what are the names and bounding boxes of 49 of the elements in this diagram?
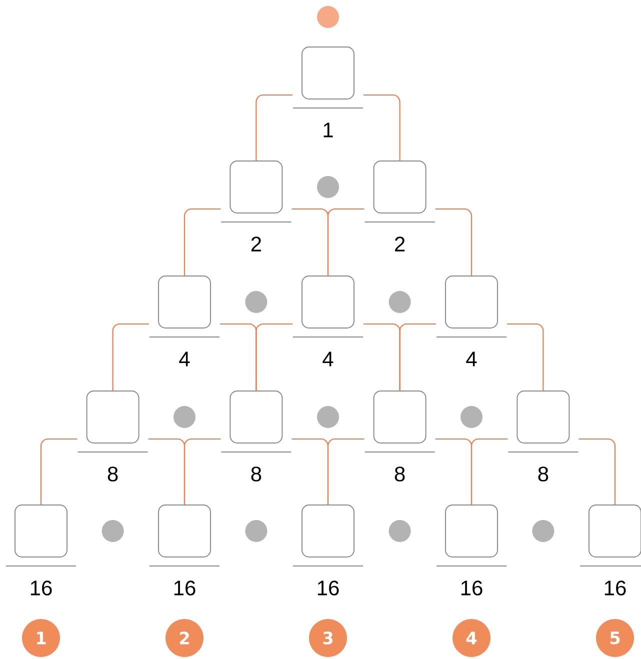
- denominator: 4: [466, 352, 477, 366]
- connector-line: [435, 208, 472, 276]
- empty-box: [158, 276, 211, 328]
- empty-box: [588, 504, 641, 558]
- empty-box: [516, 390, 570, 444]
- number-badge: 3: [309, 619, 347, 657]
- denominator: 2: [251, 236, 261, 252]
- connector-line: [256, 94, 292, 160]
- denominator: 2: [395, 236, 405, 252]
- empty-box: [230, 390, 283, 444]
- denominator: 4: [322, 352, 334, 366]
- empty-box: [302, 504, 354, 558]
- empty-box: [373, 390, 426, 444]
- empty-box: [445, 276, 498, 328]
- connector-line: [399, 323, 436, 390]
- empty-box: [230, 160, 283, 214]
- denominator: 16: [174, 580, 196, 596]
- connector-line: [40, 438, 78, 504]
- connector-line: [256, 323, 292, 390]
- connector-line: [578, 438, 616, 504]
- empty-box: [373, 160, 426, 214]
- denominator: 16: [30, 580, 52, 596]
- empty-box: [86, 390, 140, 444]
- denominator: 16: [318, 580, 339, 596]
- denominator: 4: [179, 352, 190, 366]
- number-badge: 4: [452, 619, 490, 657]
- empty-box: [158, 504, 211, 558]
- connector-line: [364, 94, 400, 160]
- connector-line: [507, 323, 544, 390]
- connector-line: [327, 438, 364, 504]
- denominator: 8: [108, 466, 118, 482]
- empty-box: [445, 504, 498, 558]
- denominator: 1: [324, 122, 333, 138]
- connector-line: [184, 208, 221, 276]
- denominator: 8: [394, 466, 405, 482]
- empty-box: [302, 46, 354, 100]
- connector-line: [327, 208, 364, 276]
- number-badge: 5: [596, 619, 634, 657]
- denominator: 16: [604, 580, 626, 596]
- denominator: 8: [538, 466, 548, 482]
- number-badge: 1: [22, 619, 60, 657]
- number-badge: 2: [166, 619, 204, 657]
- denominator: 16: [461, 580, 482, 596]
- empty-box: [302, 276, 354, 328]
- empty-box: [14, 504, 68, 558]
- connector-line: [112, 323, 149, 390]
- connector-line: [184, 438, 221, 504]
- connector-line: [470, 438, 508, 504]
- denominator: 8: [251, 466, 262, 482]
